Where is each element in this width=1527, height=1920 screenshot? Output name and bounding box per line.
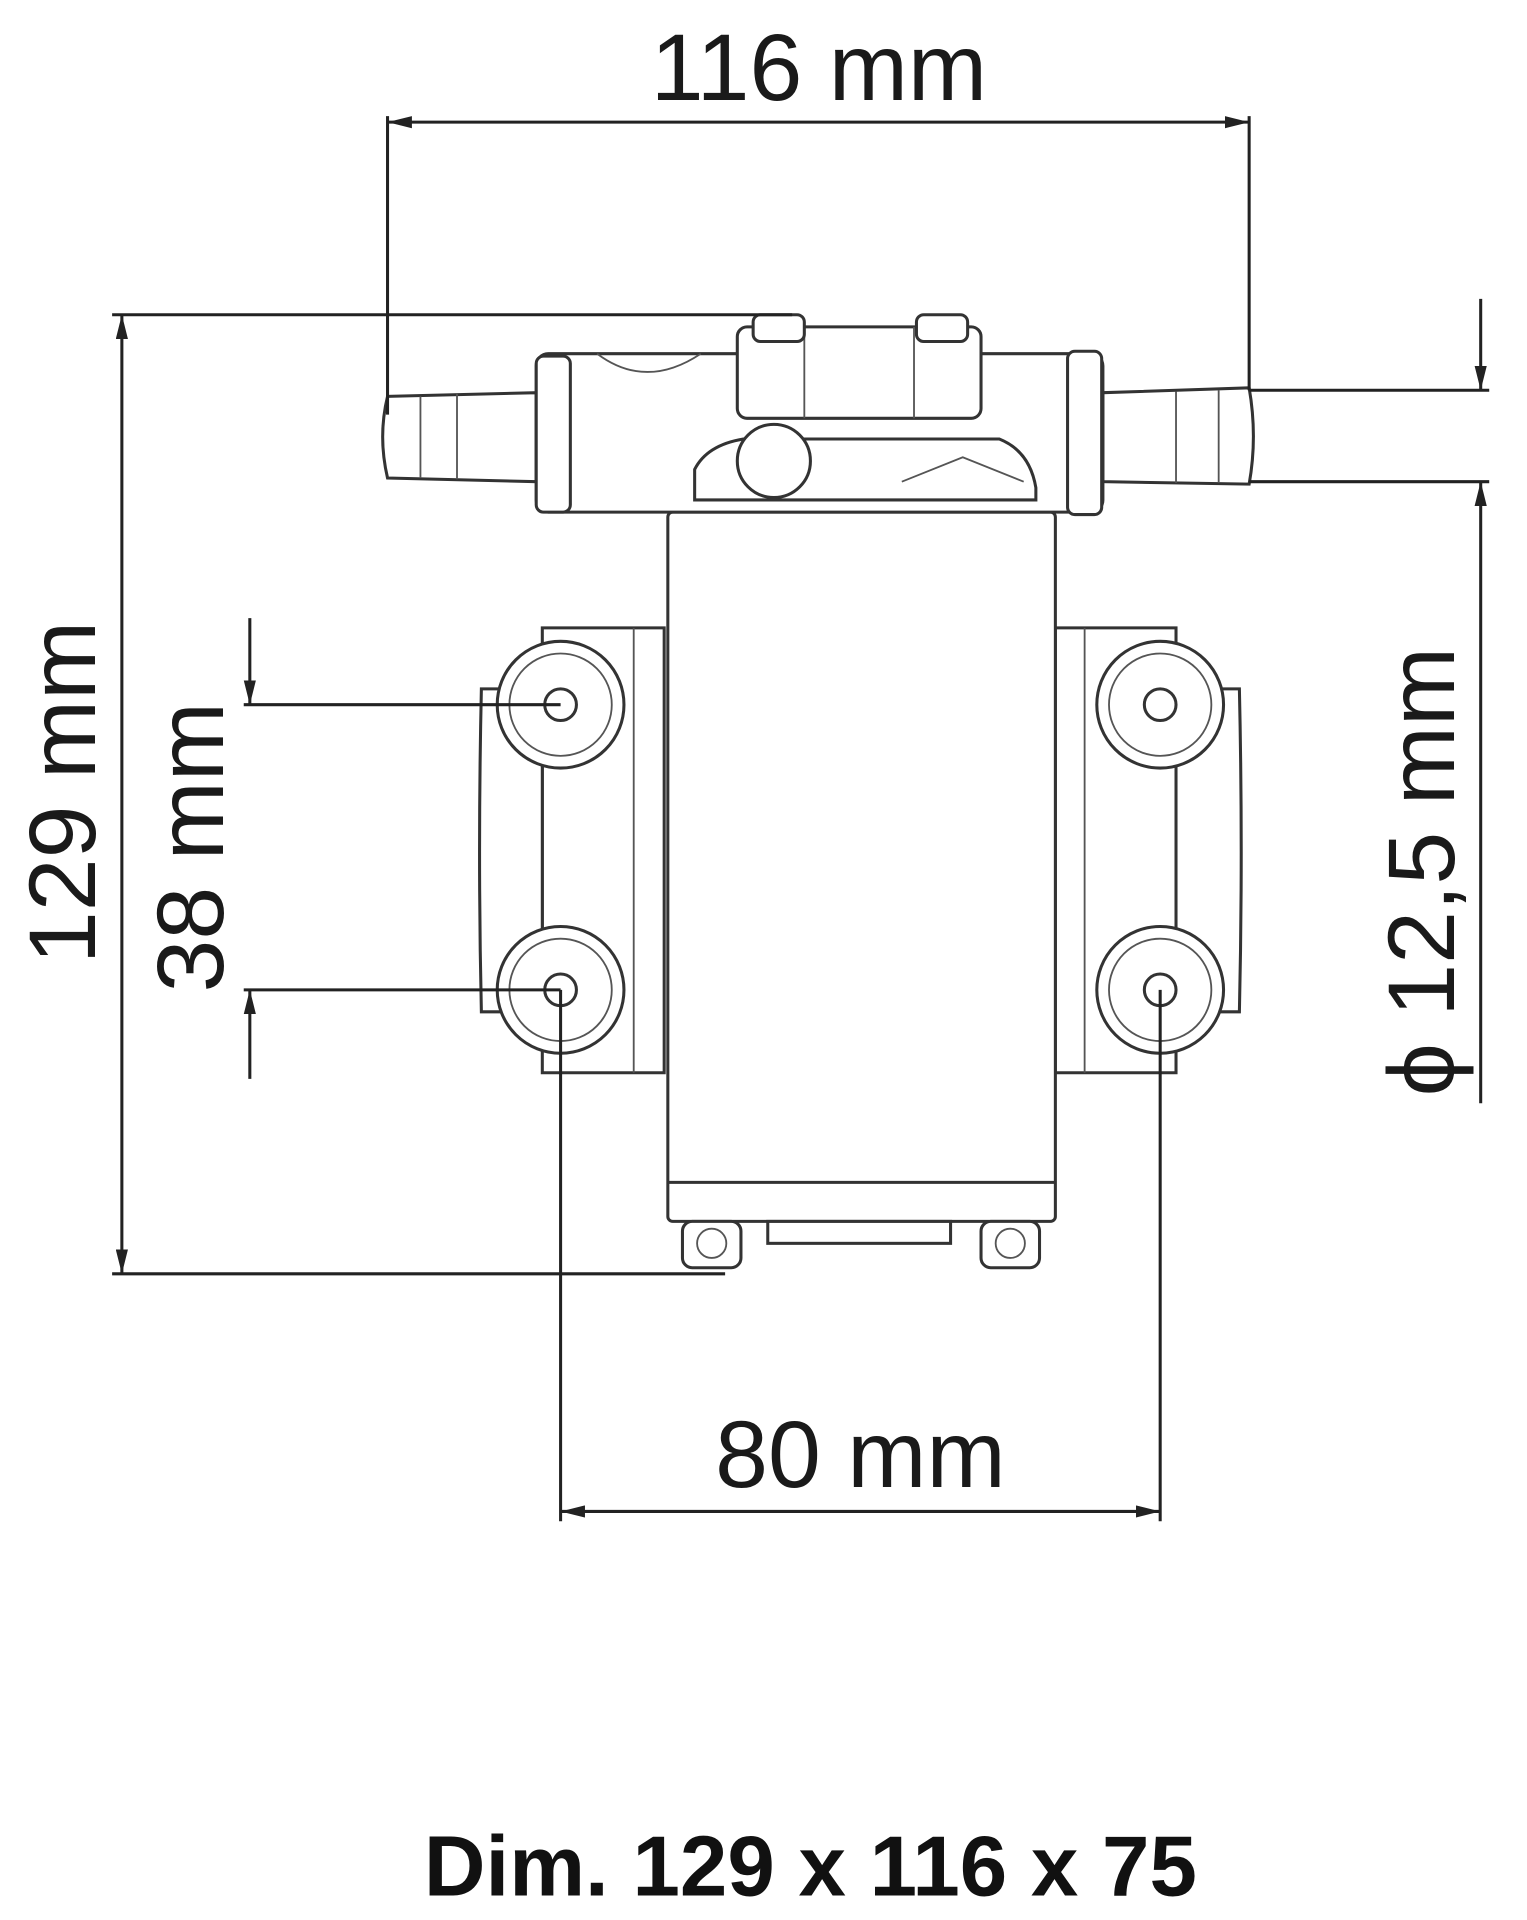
dimension-height-left: 129 mm <box>10 313 793 1276</box>
dimension-hose-diameter: ϕ 12,5 mm <box>1249 298 1490 1104</box>
dimension-label-80: 80 mm <box>715 1402 1005 1508</box>
dimension-label-12-5: ϕ 12,5 mm <box>1369 647 1475 1096</box>
dimension-width-top: 116 mm <box>386 15 1251 415</box>
dimension-label-38: 38 mm <box>138 702 244 992</box>
pump-head <box>381 313 1255 517</box>
motor-body <box>666 510 1057 1270</box>
pump-illustration <box>381 313 1255 1270</box>
dimension-mount-horizontal: 80 mm <box>559 989 1162 1522</box>
dimension-label-116: 116 mm <box>651 15 987 121</box>
right-mount-bracket <box>1053 626 1243 1075</box>
dimension-mount-vertical: 38 mm <box>138 618 561 1079</box>
overall-dimensions-caption: Dim. 129 x 116 x 75 <box>424 1819 1197 1914</box>
dimension-label-129: 129 mm <box>10 621 116 964</box>
left-mount-bracket <box>478 626 666 1075</box>
